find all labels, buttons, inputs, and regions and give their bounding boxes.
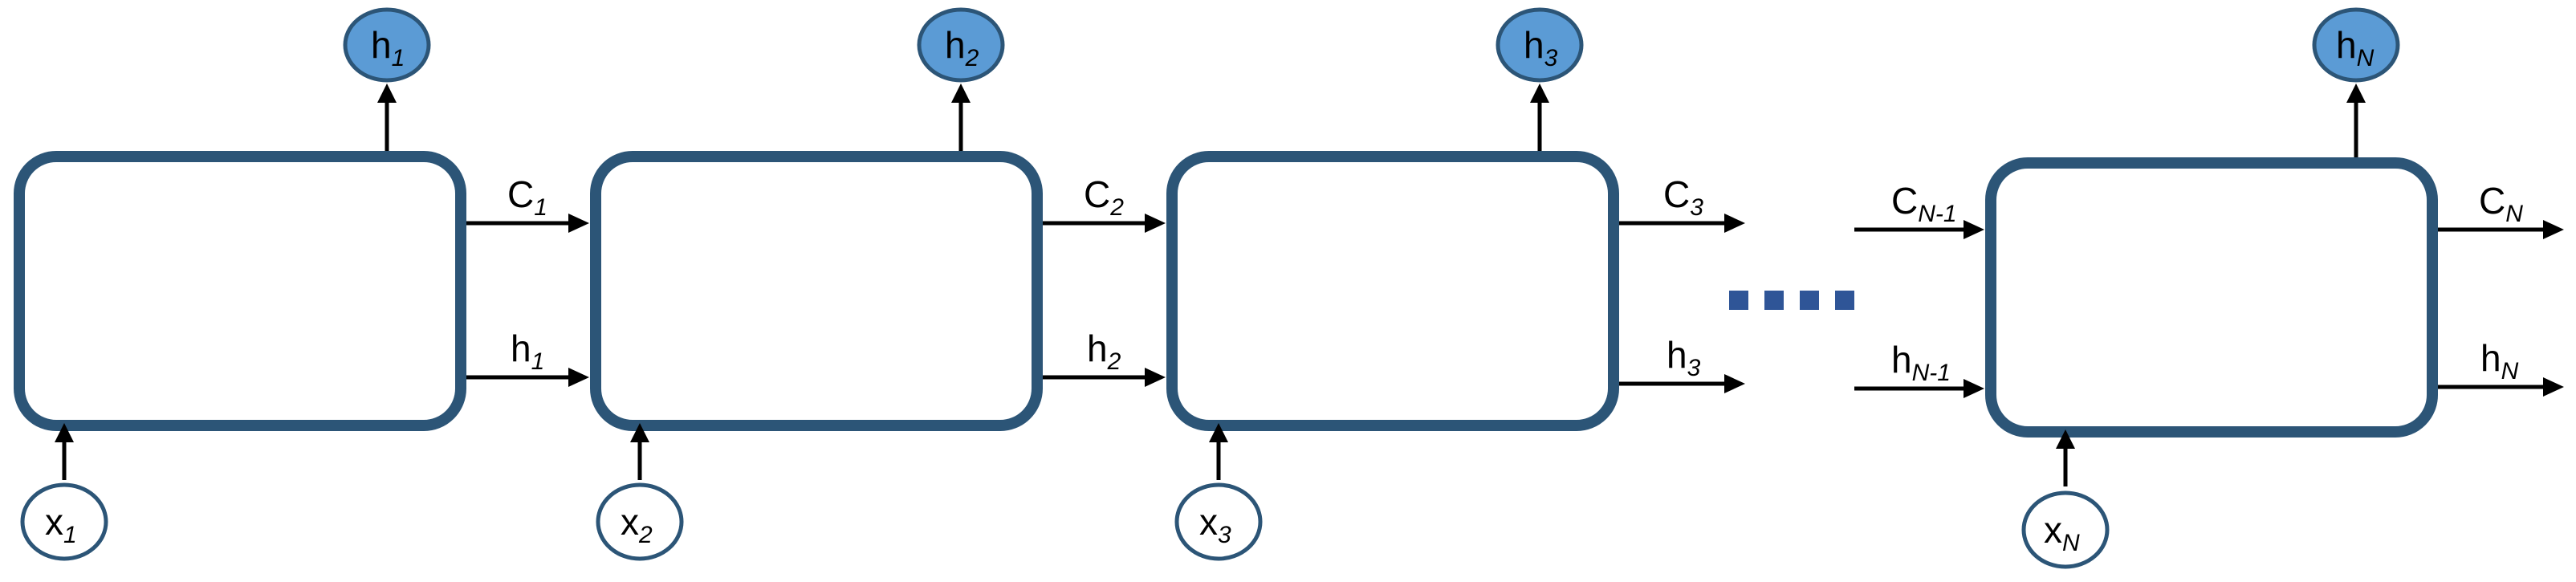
ellipsis: [1729, 291, 1854, 310]
hidden-label-n: hN: [2480, 337, 2519, 385]
cell-1-output-node: [343, 7, 431, 83]
cell-3: h3 x3: [1166, 7, 1619, 561]
hidden-label-3: h3: [1666, 334, 1701, 381]
cell-1-input-node: [20, 482, 108, 561]
cell-n-input-label: xN: [2044, 509, 2080, 556]
hidden-label-2: h2: [1087, 328, 1121, 375]
cell-2-output-node: [917, 7, 1005, 83]
state-label-1: C1: [507, 173, 547, 221]
cell-1: h1 x1: [14, 7, 466, 561]
connector-in-n: CN-1 hN-1: [1854, 180, 1984, 398]
connector-1-2: C1 h1: [466, 173, 589, 387]
cell-n: hN xN: [1985, 7, 2438, 569]
cell-3-output-node: [1496, 7, 1584, 83]
cell-2-input-label: x2: [621, 501, 653, 548]
state-label-2: C2: [1084, 173, 1124, 221]
state-label-n: CN: [2479, 180, 2523, 227]
cell-2-box: [590, 151, 1043, 431]
cell-1-output-label: h1: [371, 24, 405, 71]
hidden-label-1: h1: [511, 328, 544, 375]
connector-2-3: C2 h2: [1043, 173, 1166, 387]
cell-2-input-node: [596, 482, 684, 561]
cell-3-output-label: h3: [1524, 24, 1558, 71]
cell-1-box: [14, 151, 466, 431]
cell-3-input-label: x3: [1199, 501, 1231, 548]
cell-n-input-node: [2021, 490, 2110, 569]
cell-2-output-label: h2: [945, 24, 979, 71]
state-label-3: C3: [1663, 173, 1703, 221]
cell-n-output-node: [2312, 7, 2400, 83]
hidden-in-label-n: hN-1: [1891, 339, 1951, 386]
connector-n-out: CN hN: [2438, 180, 2564, 397]
cell-3-input-node: [1174, 482, 1263, 561]
cell-3-box: [1166, 151, 1619, 431]
state-in-label-n: CN-1: [1891, 180, 1957, 227]
cell-n-output-label: hN: [2336, 24, 2375, 71]
cell-1-input-label: x1: [45, 501, 77, 548]
connector-3-out: C3 h3: [1619, 173, 1745, 393]
cell-n-box: [1985, 157, 2438, 438]
cell-2: h2 x2: [590, 7, 1043, 561]
